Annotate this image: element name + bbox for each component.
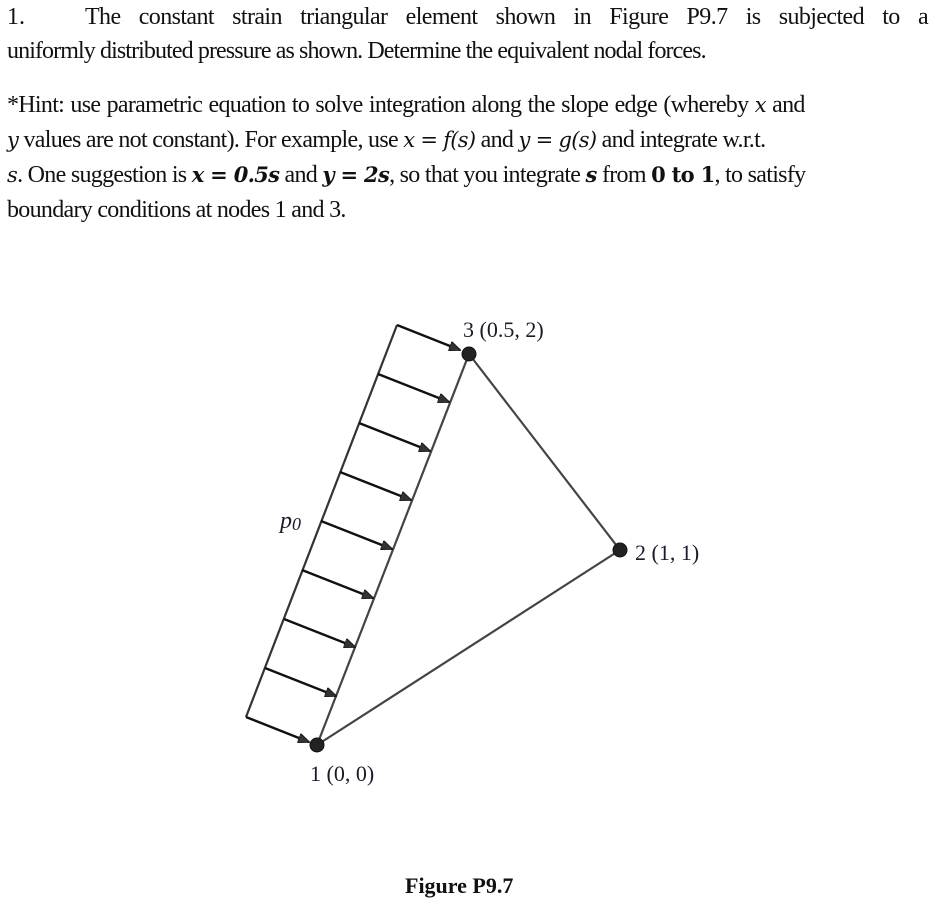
- hint-line-1: *Hint: use parametric equation to solve …: [7, 92, 805, 118]
- node-1-label: 1 (0, 0): [310, 761, 374, 786]
- edge-2-1: [316, 549, 621, 746]
- hint-line-2: y values are not constant). For example,…: [7, 127, 766, 153]
- pressure-arrow-icon: [396, 323, 460, 352]
- edge-3-2: [468, 353, 621, 551]
- pressure-arrow-icon: [245, 715, 309, 744]
- pressure-arrow-icon: [377, 372, 449, 404]
- node-2-label: 2 (1, 1): [635, 540, 699, 565]
- hint-line-4: boundary conditions at nodes 1 and 3.: [7, 197, 346, 223]
- equation-x-05s: x = 0.5s: [191, 162, 280, 187]
- node-3-label: 3 (0.5, 2): [463, 317, 544, 342]
- pressure-label: p0: [278, 508, 301, 534]
- equation-y-gs: y = g(s): [518, 128, 598, 152]
- edge-1-3: [315, 353, 471, 746]
- pressure-arrow-icon: [264, 666, 336, 698]
- node-3-icon: [461, 346, 477, 362]
- equation-y-2s: y = 2s: [322, 162, 390, 187]
- integration-range: 0 to 1: [651, 162, 715, 187]
- pressure-arrows: [245, 323, 460, 744]
- hint-line-3: s. One suggestion is x = 0.5s and y = 2s…: [7, 162, 806, 188]
- problem-number: 1.: [7, 4, 25, 30]
- problem-statement-line-1: The constant strain triangular element s…: [85, 4, 929, 30]
- pressure-arrow-icon: [339, 470, 411, 502]
- figure-caption: Figure P9.7: [405, 873, 514, 898]
- distributed-pressure-load: p0: [244, 323, 460, 744]
- node-1-icon: [309, 737, 325, 753]
- pressure-arrow-icon: [358, 421, 430, 453]
- node-2-icon: [612, 542, 628, 558]
- problem-statement-line-2: uniformly distributed pressure as shown.…: [7, 38, 707, 64]
- pressure-arrow-icon: [283, 617, 355, 649]
- equation-x-fs: x = f(s): [403, 128, 476, 152]
- nodes: 1 (0, 0) 2 (1, 1) 3 (0.5, 2): [309, 317, 699, 786]
- pressure-arrow-icon: [320, 519, 392, 551]
- pressure-arrow-icon: [301, 568, 373, 600]
